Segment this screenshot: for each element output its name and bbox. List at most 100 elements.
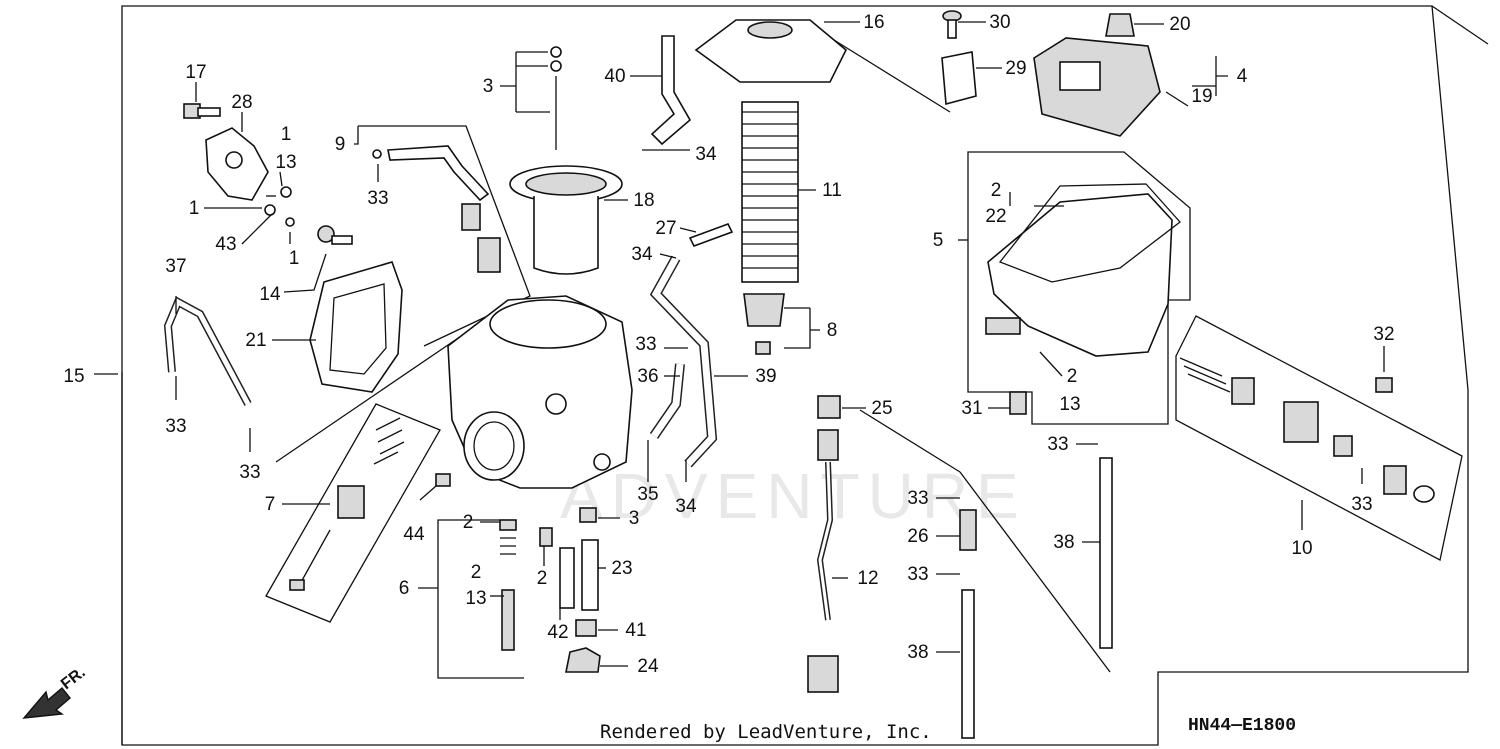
group-38-bracket (859, 409, 1111, 673)
callout-1: 1 (289, 248, 300, 269)
callout-34: 34 (695, 144, 717, 165)
diagram-border (121, 5, 1469, 746)
leader-lines (94, 21, 1385, 679)
fitting-41-icon (575, 619, 597, 637)
callout-6: 6 (399, 578, 410, 599)
bolt-44-icon (435, 473, 451, 487)
callout-4: 4 (1237, 66, 1248, 87)
callout-38: 38 (907, 642, 928, 663)
callout-2: 2 (1067, 366, 1078, 387)
float-bowl-5-icon (985, 183, 1181, 357)
callout-35: 35 (637, 484, 658, 505)
callout-21: 21 (245, 330, 266, 351)
callout-43: 43 (215, 234, 236, 255)
callout-19: 19 (1191, 86, 1212, 107)
cap-25-icon (817, 395, 841, 419)
valve-20-icon (1105, 13, 1135, 37)
diagram-border-diagonal (1431, 5, 1489, 45)
callout-7: 7 (265, 494, 276, 515)
solenoid-4-icon (1033, 37, 1161, 137)
piston-8-icon (743, 293, 785, 355)
callout-39: 39 (755, 366, 776, 387)
screw-30-icon (942, 10, 962, 39)
group-7-bracket (265, 403, 441, 623)
callout-33: 33 (1351, 494, 1372, 515)
callout-5: 5 (933, 230, 944, 251)
diaphragm-18-icon (509, 165, 623, 275)
callout-33: 33 (367, 188, 388, 209)
callout-26: 26 (907, 526, 928, 547)
callout-18: 18 (633, 190, 654, 211)
callout-3: 3 (629, 508, 640, 529)
clamp-29-icon (941, 51, 977, 106)
callout-28: 28 (231, 92, 252, 113)
callout-29: 29 (1005, 58, 1026, 79)
callout-2: 2 (463, 512, 474, 533)
callout-27: 27 (655, 218, 676, 239)
callout-16: 16 (863, 12, 884, 33)
callout-9: 9 (335, 134, 346, 155)
callout-44: 44 (403, 524, 425, 545)
callout-8: 8 (827, 320, 838, 341)
callout-10: 10 (1291, 538, 1312, 559)
air-tube-9-icon (387, 145, 490, 202)
callout-25: 25 (871, 398, 892, 419)
callout-42: 42 (547, 622, 568, 643)
screw-31-icon (1009, 391, 1027, 415)
callout-20: 20 (1169, 14, 1190, 35)
spring-11-icon (741, 101, 799, 283)
callout-30: 30 (989, 12, 1010, 33)
pump-10-icon (1179, 357, 1435, 503)
jet-set-6-icon (499, 519, 517, 651)
tube-38a-icon (1099, 457, 1113, 649)
callout-34: 34 (631, 244, 653, 265)
fitting-26-icon (959, 509, 977, 551)
callout-33: 33 (635, 334, 656, 355)
bolt-17-icon (183, 103, 221, 119)
group-16-line (833, 39, 951, 113)
group-5-bracket (967, 151, 1191, 425)
callout-14: 14 (259, 284, 281, 305)
callout-13: 13 (275, 152, 296, 173)
callout-3: 3 (483, 76, 494, 97)
callout-2: 2 (991, 180, 1002, 201)
callout-labels: 17 28 1 13 1 43 1 9 33 3 40 34 16 30 20 … (63, 12, 1394, 677)
group-15-bracket (121, 329, 471, 745)
callout-36: 36 (637, 366, 658, 387)
front-arrow-icon: FR. (22, 664, 89, 719)
carburetor-body-icon (447, 295, 633, 489)
pin-19-icon (1165, 91, 1189, 107)
plug-24-icon (565, 647, 601, 673)
callout-17: 17 (185, 62, 206, 83)
callout-33: 33 (907, 488, 928, 509)
fitting-27-icon (688, 223, 734, 247)
callout-33: 33 (239, 462, 260, 483)
o-ring-icons (264, 46, 562, 227)
watermark: ADVENTURE (560, 460, 1027, 532)
callout-33: 33 (907, 564, 928, 585)
fittings-9-icon (461, 203, 501, 273)
callout-37: 37 (165, 256, 186, 277)
callout-38: 38 (1053, 532, 1074, 553)
callout-1: 1 (189, 198, 200, 219)
tube-37-icon (163, 296, 252, 406)
credit-text: Rendered by LeadVenture, Inc. (600, 721, 932, 743)
tube-40-icon (650, 35, 692, 146)
top-cap-16-icon (694, 19, 847, 83)
callout-23: 23 (611, 558, 632, 579)
callout-13: 13 (1059, 394, 1080, 415)
callout-33: 33 (1047, 434, 1068, 455)
group-9-bracket (358, 125, 531, 347)
bolt-32-icon (1375, 377, 1393, 393)
callout-22: 22 (985, 206, 1006, 227)
fittings-2-3-icon (539, 507, 597, 547)
screw-14-icon (317, 225, 353, 245)
callout-13: 13 (465, 588, 486, 609)
callout-31: 31 (961, 398, 982, 419)
pump-7-icon (289, 417, 405, 591)
callout-15: 15 (63, 366, 84, 387)
group-10-bracket (1175, 315, 1463, 561)
callout-41: 41 (625, 620, 646, 641)
tube-38b-icon (961, 589, 975, 739)
